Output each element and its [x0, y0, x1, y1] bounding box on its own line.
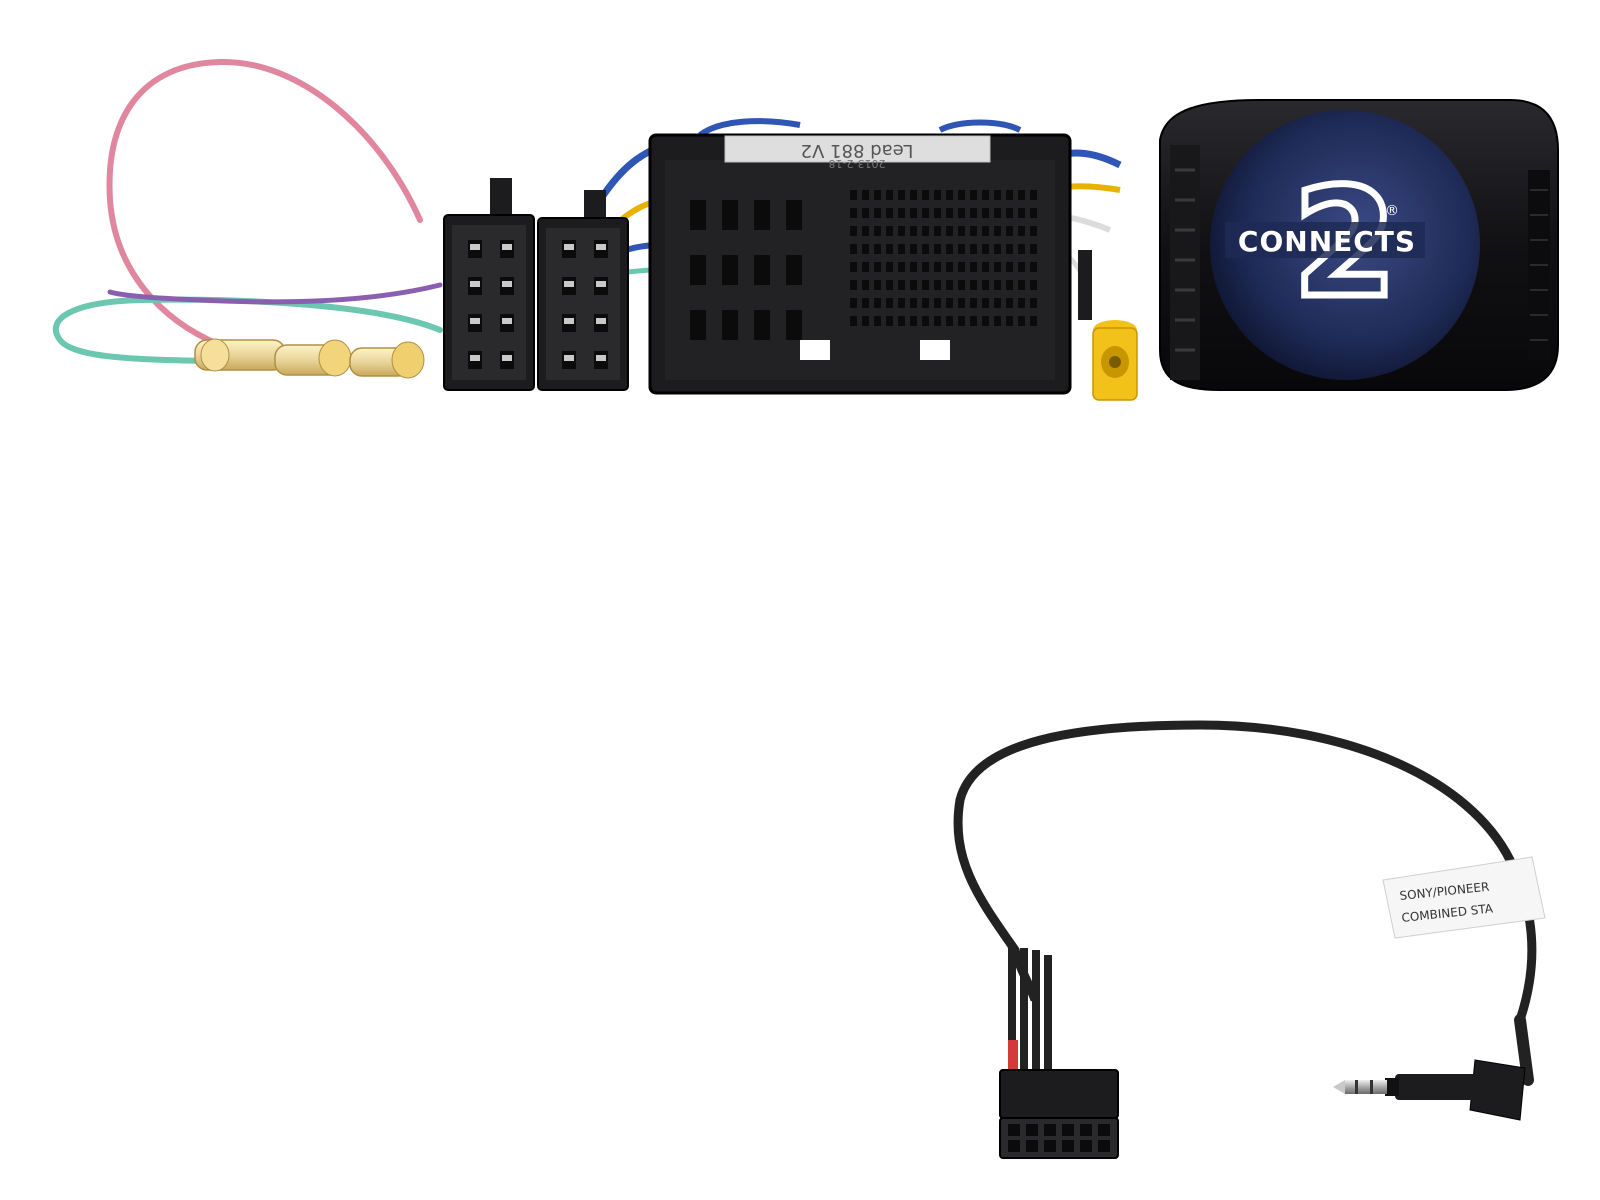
interface-module: 2 CONNECTS ®	[1159, 99, 1559, 391]
vehicle-connector: Lead 881 V2 2013-2-18	[648, 133, 1072, 395]
cable-tag: SONY/PIONEER COMBINED STA	[1382, 856, 1546, 939]
harness-assembly: Lead 881 V2 2013-2-18	[52, 58, 1559, 401]
purple-wire	[107, 282, 443, 305]
crimp-connectors	[194, 338, 425, 379]
logo-text: CONNECTS	[1238, 225, 1416, 258]
connector-label-sub: 2013-2-18	[829, 157, 886, 170]
audio-jack	[1333, 1014, 1534, 1121]
iso-pins	[468, 240, 608, 369]
stalk-cable-assembly: SONY/PIONEER COMBINED STA	[953, 720, 1546, 1159]
rca-connector	[1078, 250, 1138, 401]
connector-label-main: Lead 881 V2	[801, 140, 914, 161]
iso-connector-left	[443, 178, 535, 391]
twelve-pin-connector	[999, 945, 1119, 1159]
connector-pins	[690, 190, 1037, 340]
iso-connector-right	[537, 190, 629, 391]
registered-mark: ®	[1385, 203, 1399, 219]
